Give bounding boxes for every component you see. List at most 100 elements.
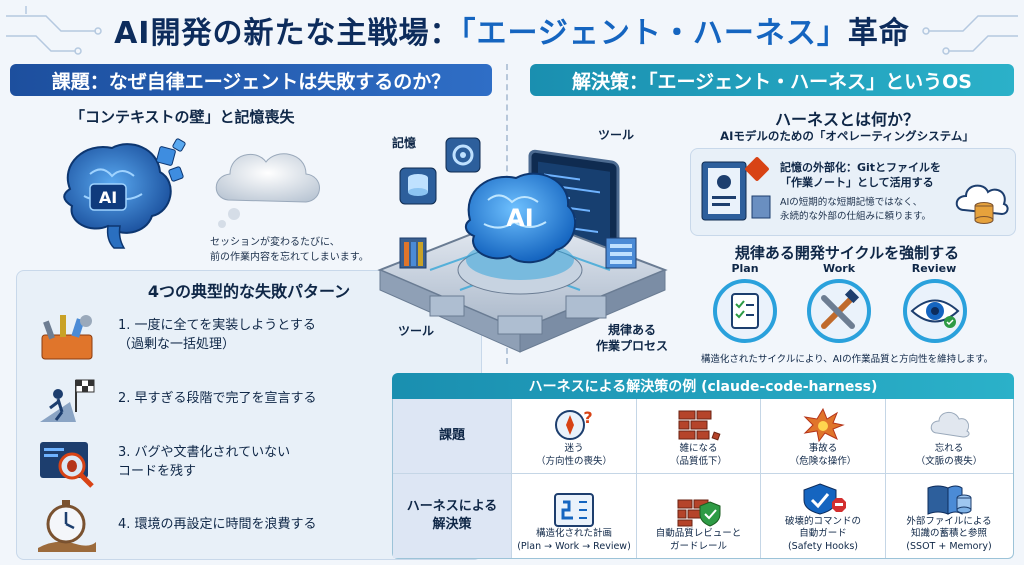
finish-flag-icon <box>40 379 95 422</box>
label-tool-bottom: ツール <box>398 324 435 338</box>
ext-line-1: 記憶の外部化：Gitとファイルを <box>780 161 942 174</box>
explosion-icon <box>803 408 845 443</box>
core-ai-label: AI <box>506 204 534 232</box>
row-label-solution-line-2: 解決策 <box>432 517 472 532</box>
title-highlight: 「エージェント・ハーネス」 <box>460 16 848 51</box>
review-eye-icon <box>903 279 967 343</box>
stopwatch-icon <box>38 500 96 552</box>
guardrail-shield-icon <box>677 499 720 527</box>
context-wall-title: 「コンテキストの壁」と記憶喪失 <box>70 108 295 126</box>
problem-accident-line-1: 事故る <box>808 443 838 455</box>
ext-line-2: 「作業ノート」として活用する <box>780 176 934 190</box>
overloaded-toolbox-icon <box>41 315 93 360</box>
cloud-database-icon <box>955 184 1009 224</box>
problem-forget-line-2: （文脈の喪失） <box>915 456 983 468</box>
solution-memory-line-2: 知識の蓄積と参照 <box>910 528 987 540</box>
solution-memory-line-1: 外部ファイルによる <box>906 515 992 527</box>
git-notebook-icon <box>701 157 771 221</box>
solution-header: 解決策：「エージェント・ハーネス」というOS <box>530 64 1014 96</box>
failure-pattern-3-text: 3. バグや文書化されていない コードを残す <box>118 444 290 482</box>
failure-pattern-2-text: 2. 早すぎる段階で完了を宣言する <box>118 390 317 409</box>
solution-plan: 構造化された計画 (Plan → Work → Review) <box>512 475 636 558</box>
solution-safety-line-1: 破壊的コマンドの <box>784 515 861 527</box>
label-rules-line-2: 作業プロセス <box>596 339 669 354</box>
solution-memory: 外部ファイルによる 知識の蓄積と参照 (SSOT + Memory) <box>886 475 1012 558</box>
cycle-review-label: Review <box>911 262 957 275</box>
circuit-decoration-left <box>6 6 102 55</box>
title-main: AI開発の新たな主戦場： <box>114 16 461 51</box>
failure-pattern-4: 4. 環境の再設定に時間を浪費する <box>36 494 476 556</box>
compass-icon: ? <box>555 408 593 441</box>
session-note-line-2: 前の作業内容を忘れてしまいます。 <box>210 251 369 263</box>
ext-main-text: 記憶の外部化：Gitとファイルを 「作業ノート」として活用する <box>780 160 970 191</box>
brain-puzzle-icon: AI <box>63 138 186 249</box>
cloud-fog-icon <box>215 153 320 228</box>
ext-sub-text: AIの短期的な短期記憶ではなく、 永続的な外部の仕組みに頼ります。 <box>780 196 960 224</box>
row-label-problem-text: 課題 <box>438 428 465 444</box>
solution-plan-line-1: 構造化された計画 <box>535 528 612 540</box>
table-row-divider <box>393 473 1013 474</box>
problem-header: 課題：なぜ自律エージェントは失敗するのか？ <box>10 64 492 96</box>
ext-line-3: AIの短期的な短期記憶ではなく、 <box>780 197 923 208</box>
problem-lost-line-1: 迷う <box>564 443 584 455</box>
ai-harness-platform-illustration: AI <box>377 137 668 353</box>
failure-pattern-2-line-1: 2. 早すぎる段階で完了を宣言する <box>118 390 317 406</box>
page-title: AI開発の新たな主戦場：「エージェント・ハーネス」革命 <box>0 8 1024 52</box>
cycle-work-label: Work <box>822 262 856 275</box>
label-rules: 規律ある 作業プロセス <box>596 322 668 354</box>
solution-guardrail-line-2: ガードレール <box>669 541 727 553</box>
session-note-line-1: セッションが変わるたびに、 <box>210 237 340 248</box>
solutions-table-title: ハーネスによる解決策の例 (claude-code-harness) <box>528 379 878 395</box>
label-memory: 記憶 <box>392 136 417 150</box>
failure-pattern-1-text: 1. 一度に全てを実装しようとする （過剰な一括処理） <box>118 317 316 355</box>
what-is-harness-sub: AIモデルのための「オペレーティングシステム」 <box>720 129 974 143</box>
row-label-solution-line-1: ハーネスによる <box>406 499 498 515</box>
table-col-divider-0 <box>511 399 512 558</box>
row-label-problem: 課題 <box>393 399 511 473</box>
problem-sloppy-line-1: 雑になる <box>679 443 718 455</box>
problem-lost: ? 迷う （方向性の喪失） <box>512 400 636 473</box>
table-col-divider-1 <box>636 399 637 558</box>
cycle-note: 構造化されたサイクルにより、AIの作業品質と方向性を維持します。 <box>700 354 994 365</box>
label-rules-line-1: 規律ある <box>608 323 657 337</box>
safety-shield-stop-icon <box>803 483 846 515</box>
problem-header-text: 課題：なぜ自律エージェントは失敗するのか？ <box>51 70 451 93</box>
failure-pattern-3-line-1: 3. バグや文書化されていない <box>118 445 291 461</box>
structured-plan-icon <box>554 493 594 528</box>
table-col-divider-3 <box>885 399 886 558</box>
problem-forget-line-1: 忘れる <box>934 443 964 455</box>
solution-guardrail-line-1: 自動品質レビューと <box>655 528 742 540</box>
problem-sloppy-line-2: （品質低下） <box>669 456 727 468</box>
plan-clipboard-icon <box>713 279 777 343</box>
bug-magnifier-icon <box>40 442 94 488</box>
problem-sloppy: 雑になる （品質低下） <box>637 400 760 473</box>
solutions-table-header: ハーネスによる解決策の例 (claude-code-harness) <box>392 373 1014 399</box>
cycle-plan-label: Plan <box>731 262 759 275</box>
failure-pattern-1: 1. 一度に全てを実装しようとする （過剰な一括処理） <box>36 305 476 367</box>
problem-lost-line-2: （方向性の喪失） <box>535 456 612 468</box>
crumbling-wall-icon <box>678 410 720 441</box>
solution-plan-line-2: (Plan → Work → Review) <box>517 541 631 553</box>
failure-patterns-title: 4つの典型的な失敗パターン <box>147 282 351 301</box>
ext-line-4: 永続的な外部の仕組みに頼ります。 <box>780 210 932 222</box>
problem-forget: 忘れる （文脈の喪失） <box>886 400 1012 473</box>
what-is-harness-title: ハーネスとは何か？ <box>774 110 919 129</box>
title-tail: 革命 <box>847 16 910 51</box>
solution-guardrail: 自動品質レビューと ガードレール <box>637 475 760 558</box>
book-database-icon <box>927 485 972 515</box>
fog-cloud-icon <box>930 412 970 438</box>
failure-pattern-3-line-2: コードを残す <box>118 464 197 479</box>
solution-memory-line-3: (SSOT + Memory) <box>906 541 992 553</box>
solution-safety: 破壊的コマンドの 自動ガード (Safety Hooks) <box>761 475 885 558</box>
failure-pattern-2: 2. 早すぎる段階で完了を宣言する <box>36 368 476 430</box>
label-tool-top: ツール <box>598 128 635 142</box>
failure-pattern-4-line-1: 4. 環境の再設定に時間を浪費する <box>118 516 317 532</box>
problem-accident-line-2: （危険な操作） <box>789 456 857 468</box>
work-tools-icon <box>807 279 871 343</box>
brain-ai-label: AI <box>99 188 117 207</box>
circuit-decoration-right <box>922 15 1018 55</box>
failure-pattern-1-line-2: （過剰な一括処理） <box>118 337 236 352</box>
failure-pattern-1-line-1: 1. 一度に全てを実装しようとする <box>118 318 316 334</box>
solution-safety-line-2: 自動ガード <box>799 528 847 540</box>
session-note: セッションが変わるたびに、 前の作業内容を忘れてしまいます。 <box>210 236 370 265</box>
